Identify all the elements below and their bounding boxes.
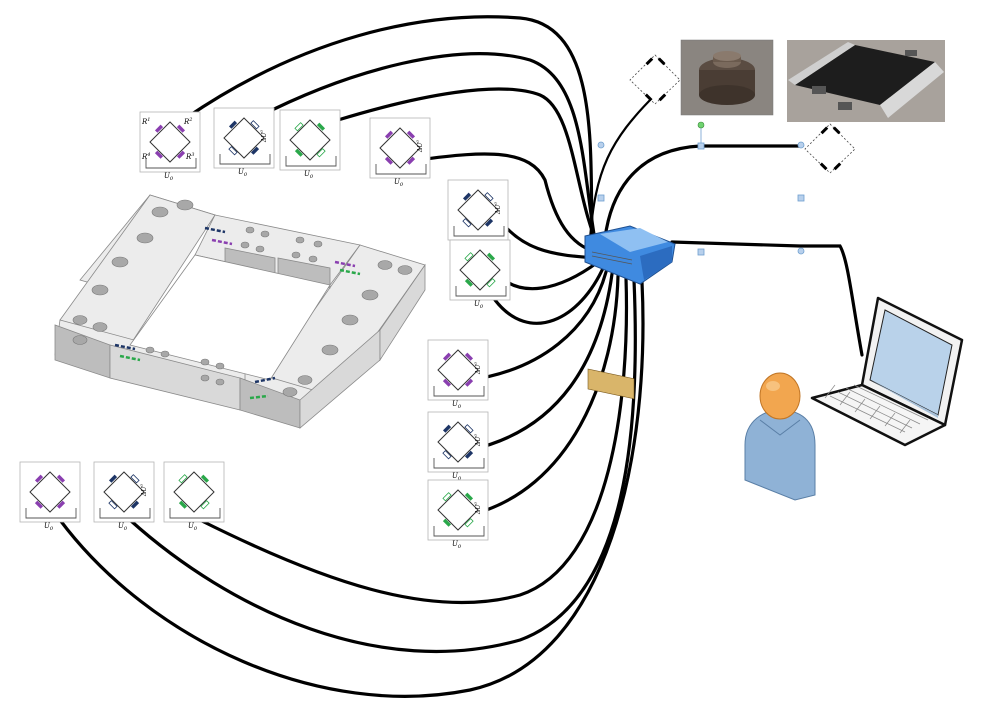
bridge-green-2: U0 <box>449 239 511 310</box>
svg-text:ΔU0: ΔU0 <box>473 502 482 515</box>
laptop-icon <box>810 296 964 447</box>
frame-holes <box>72 199 413 397</box>
svg-text:U0: U0 <box>164 172 174 182</box>
bridge-green-4: U0 <box>163 461 225 532</box>
frame-gauge-marks <box>114 226 361 400</box>
svg-text:U0: U0 <box>188 522 198 532</box>
svg-text:ΔU0: ΔU0 <box>493 202 502 215</box>
svg-text:U0: U0 <box>452 400 462 410</box>
bridge-diamond-1 <box>629 54 681 105</box>
svg-text:U0: U0 <box>118 522 128 532</box>
bridge-purple-1: R1 R2 R4 R3 U0 <box>139 111 201 182</box>
svg-text:ΔU0: ΔU0 <box>415 140 424 153</box>
svg-text:U0: U0 <box>304 170 314 180</box>
measuring-amplifier-icon <box>584 225 676 400</box>
bridge-navy-4: U0 ΔU0 <box>93 461 155 532</box>
selection-handles[interactable] <box>597 121 805 256</box>
svg-text:ΔU0: ΔU0 <box>473 434 482 447</box>
strain-gauge-frame <box>54 194 426 429</box>
svg-text:R4: R4 <box>141 152 150 161</box>
svg-text:U0: U0 <box>44 522 54 532</box>
svg-text:U0: U0 <box>452 472 462 482</box>
svg-text:U0: U0 <box>474 300 484 310</box>
bridge-label-r1: R1 <box>141 117 150 126</box>
svg-text:ΔU0: ΔU0 <box>139 484 148 497</box>
weighing-mat-photo <box>787 40 945 122</box>
bridge-navy-1: U0 ΔU0 <box>213 107 275 178</box>
load-cell-photo <box>680 39 774 116</box>
bridge-purple-2: U0 ΔU0 <box>369 117 431 188</box>
svg-text:R2: R2 <box>183 117 192 126</box>
bridge-green-3: U0 ΔU0 <box>427 479 489 550</box>
bridge-purple-3: U0 ΔU0 <box>427 339 489 410</box>
bridge-purple-4: U0 <box>19 461 81 532</box>
svg-text:R3: R3 <box>185 152 194 161</box>
bridge-diamond-2 <box>804 123 856 174</box>
bridge-navy-3: U0 ΔU0 <box>427 411 489 482</box>
svg-text:ΔU0: ΔU0 <box>473 362 482 375</box>
svg-text:U0: U0 <box>394 178 404 188</box>
user-icon <box>744 372 816 501</box>
bridge-navy-2: U0 ΔU0 <box>447 179 509 250</box>
svg-text:ΔU0: ΔU0 <box>259 130 268 143</box>
bridge-green-1: U0 <box>279 109 341 180</box>
svg-text:U0: U0 <box>452 540 462 550</box>
svg-text:U0: U0 <box>238 168 248 178</box>
